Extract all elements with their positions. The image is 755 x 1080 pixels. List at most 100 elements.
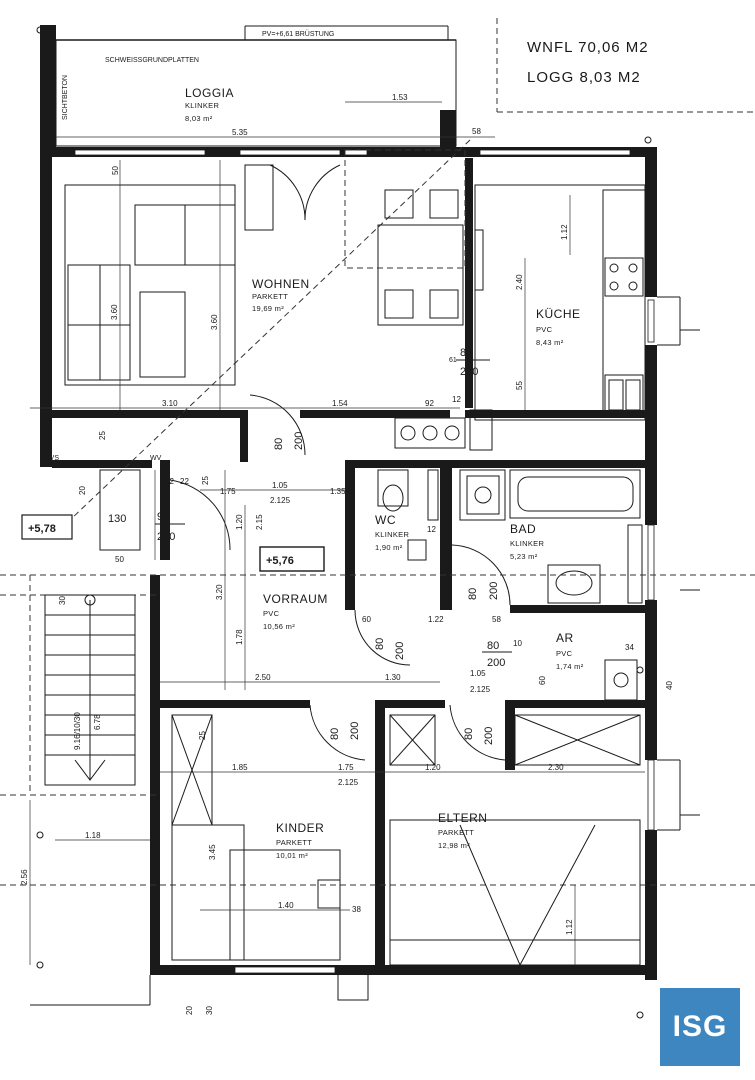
dim-360a: 3.60	[110, 304, 119, 320]
kueche-name: KÜCHE	[536, 307, 581, 321]
isg-logo-text: ISG	[672, 1010, 728, 1043]
dim-153: 1.53	[392, 93, 408, 102]
right-ticks	[36, 26, 700, 1019]
wohnen-name: WOHNEN	[252, 277, 310, 291]
bad-floor: KLINKER	[510, 539, 544, 548]
dim-175b: 1.75	[338, 763, 354, 772]
eltern-room: ELTERN PARKETT 12,98 m² 1.20 2.30 1.12 8…	[380, 704, 645, 967]
dim-135: 1.35	[330, 487, 346, 496]
kinder-room: KINDER PARKETT 10,01 m² 1.85 1.75 2.125 …	[160, 704, 380, 1015]
dim-105b: 1.05	[470, 669, 486, 678]
entry-door-height: 200	[157, 531, 175, 543]
kueche-door-height: 200	[460, 366, 478, 378]
vorraum-floor: PVC	[263, 609, 280, 618]
interior-walls	[52, 158, 652, 968]
dim-140: 1.40	[278, 901, 294, 910]
wohnen-floor: PARKETT	[252, 292, 288, 301]
entry-area: EVS WV 90 200 130 +5,78 12 22 25 20 50	[21, 455, 231, 564]
wc-floor: KLINKER	[375, 530, 409, 539]
dim-535: 5.35	[232, 128, 248, 137]
dim-34: 34	[625, 643, 634, 652]
stair-dim-678: 6.78	[93, 714, 102, 730]
kinder-floor: PARKETT	[276, 838, 312, 847]
dim-112a: 1.12	[560, 224, 569, 240]
parapet-note: PV=+6,61 BRÜSTUNG	[262, 30, 334, 38]
dim-120a: 1.20	[235, 514, 244, 530]
dim-130: 1.30	[385, 673, 401, 682]
dim-50b: 50	[115, 555, 124, 564]
wc-door-width: 80	[467, 588, 479, 600]
dim-12a: 12	[452, 395, 461, 404]
dim-120b: 1.20	[425, 763, 441, 772]
vorraum-door-width: 80	[374, 638, 386, 650]
evs-note: EVS	[45, 455, 59, 462]
dim-60b: 60	[538, 676, 547, 685]
wohnen-door-width: 80	[273, 438, 285, 450]
eltern-area-value: 12,98 m²	[438, 841, 470, 850]
dim-345: 3.45	[208, 844, 217, 860]
wc-area-value: 1,90 m²	[375, 543, 403, 552]
dim-12c: 12	[427, 525, 436, 534]
dim-55: 55	[515, 381, 524, 390]
eltern-name: ELTERN	[438, 811, 487, 825]
wohnen-furniture: WOHNEN PARKETT 19,69 m² 3.60 3.60 50 3.1…	[30, 149, 466, 440]
wohnen-door: 80 200	[249, 394, 306, 456]
kueche-room: KÜCHE PVC 8,43 m² 80 200 61 1.12 2.40 55	[394, 184, 646, 451]
dim-240: 2.40	[515, 274, 524, 290]
dim-30b: 30	[205, 1006, 214, 1015]
dim-10: 10	[513, 639, 522, 648]
ar-door-height: 200	[487, 657, 505, 669]
dim-320: 3.20	[215, 584, 224, 600]
dim-50: 50	[111, 166, 120, 175]
kueche-area-value: 8,43 m²	[536, 338, 564, 347]
dim-250: 2.50	[255, 673, 271, 682]
wc-room: WC KLINKER 1,90 m² 12 1.22 58 80 200	[375, 469, 511, 624]
ar-area-value: 1,74 m²	[556, 662, 584, 671]
kinder-door-width: 80	[329, 728, 341, 740]
ar-name: AR	[556, 631, 574, 645]
dim-40: 40	[665, 681, 674, 690]
eltern-door-width: 80	[463, 728, 475, 740]
entry-door-width: 90	[157, 511, 169, 523]
dim-25b: 25	[98, 431, 107, 440]
ar-floor: PVC	[556, 649, 573, 658]
dim-175: 1.75	[220, 487, 236, 496]
dim-58b: 58	[492, 615, 501, 624]
loggia-name: LOGGIA	[185, 86, 234, 100]
isg-logo: ISG	[660, 988, 740, 1066]
kueche-floor: PVC	[536, 325, 553, 334]
kinder-area-value: 10,01 m²	[276, 851, 308, 860]
kueche-door-width: 80	[460, 347, 472, 359]
dim-118: 1.18	[85, 831, 101, 840]
dim-38: 38	[352, 905, 361, 914]
eltern-door-height: 200	[483, 727, 495, 745]
dim-2125c: 2.125	[338, 778, 359, 787]
dim-185: 1.85	[232, 763, 248, 772]
vorraum-door-height: 200	[394, 642, 406, 660]
dim-230: 2.30	[548, 763, 564, 772]
dim-2125b: 2.125	[470, 685, 491, 694]
dim-105a: 1.05	[272, 481, 288, 490]
dim-92: 92	[425, 399, 434, 408]
ar-room: AR PVC 1,74 m² 80 200 10 1.05 2.125 34 4…	[470, 631, 674, 701]
dim-154: 1.54	[332, 399, 348, 408]
loggia-area: PV=+6,61 BRÜSTUNG SCHWEISSGRUNDPLATTEN S…	[40, 25, 495, 148]
wnfl-label: WNFL 70,06 M2	[527, 39, 649, 56]
sichtbeton-note: SICHTBETON	[62, 75, 69, 120]
schweiss-note: SCHWEISSGRUNDPLATTEN	[105, 57, 199, 64]
staircase: 9.16/10/30 6.78 30 1.18 2.56	[20, 594, 151, 1006]
dim-122: 1.22	[428, 615, 444, 624]
logg-label: LOGG 8,03 M2	[527, 69, 641, 86]
dim-310: 3.10	[162, 399, 178, 408]
ar-door-width: 80	[487, 640, 499, 652]
dim-256: 2.56	[20, 869, 29, 885]
wc-name: WC	[375, 513, 396, 527]
dim-61: 61	[449, 357, 457, 364]
dim-2125a: 2.125	[270, 496, 291, 505]
dim-25-kinder: 25	[198, 731, 207, 740]
dim-35: 22	[180, 477, 189, 486]
vorraum-room: +5,76 VORRAUM PVC 10,56 m² 1.05 2.125 1.…	[160, 470, 440, 690]
loggia-floor: KLINKER	[185, 101, 219, 110]
dim-178: 1.78	[235, 629, 244, 645]
outer-walls	[40, 147, 681, 980]
